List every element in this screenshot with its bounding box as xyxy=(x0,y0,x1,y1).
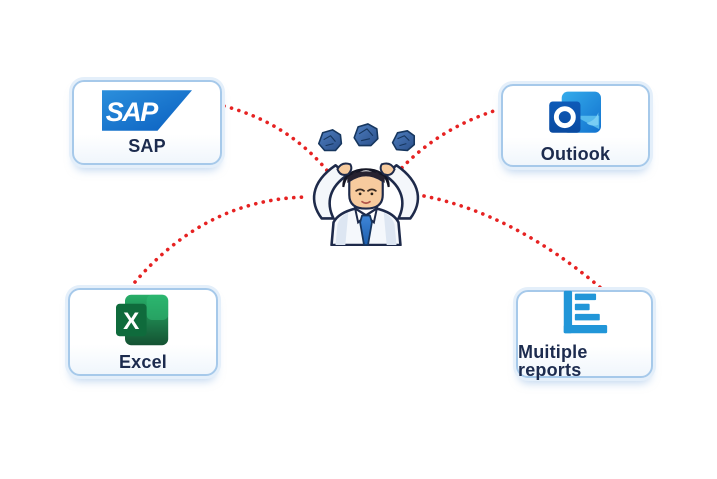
bar-chart-icon xyxy=(559,289,611,337)
card-label-outlook: Outiook xyxy=(540,143,611,164)
card-reports: Muitiple reports xyxy=(516,289,653,380)
excel-icon: X xyxy=(114,293,172,347)
confusion-balls-icon xyxy=(317,123,416,152)
sap-logo-text: SAP xyxy=(106,97,160,127)
card-outlook: Outiook xyxy=(501,84,650,167)
connector-excel-to-person xyxy=(128,195,309,290)
outlook-icon xyxy=(547,89,605,139)
connector-reports-to-person xyxy=(422,194,604,291)
person-face xyxy=(347,171,385,210)
excel-letter-text: X xyxy=(123,308,139,335)
sap-logo-icon: SAP xyxy=(102,90,192,131)
card-sap: SAP SAP xyxy=(72,80,222,165)
card-label-sap: SAP xyxy=(128,136,166,156)
card-label-reports: Muitiple reports xyxy=(518,342,588,380)
stressed-person-figure xyxy=(302,120,430,246)
person-tie xyxy=(359,214,373,246)
card-label-excel: Excel xyxy=(118,352,168,372)
person-hands xyxy=(336,162,396,176)
card-excel: X Excel xyxy=(68,288,218,376)
